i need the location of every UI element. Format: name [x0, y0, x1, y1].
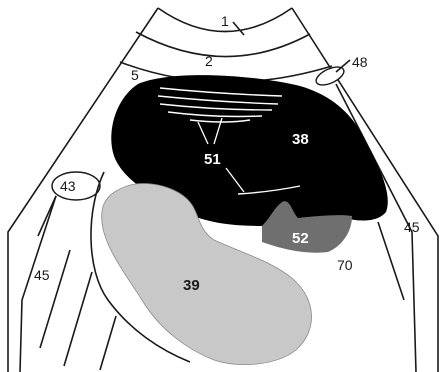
label-39: 39	[183, 277, 200, 294]
label-45-left: 45	[34, 267, 50, 283]
left-inner-line-d	[64, 272, 92, 366]
skin-layer-1-inner	[136, 32, 310, 57]
left-inner-line-f	[38, 196, 56, 236]
leader-1	[233, 22, 244, 35]
left-inner-line-e	[100, 316, 116, 370]
label-52: 52	[292, 230, 309, 247]
right-inner-line-b	[378, 222, 404, 300]
left-inner-line-b	[20, 196, 56, 372]
label-5: 5	[131, 67, 139, 83]
label-43: 43	[60, 178, 76, 194]
label-51: 51	[204, 151, 221, 168]
label-38: 38	[292, 131, 309, 148]
label-70: 70	[337, 257, 353, 273]
label-45-right: 45	[404, 219, 420, 235]
label-2: 2	[205, 53, 213, 69]
label-48: 48	[352, 54, 368, 70]
label-1: 1	[221, 13, 229, 29]
left-inner-line-c	[40, 250, 70, 348]
